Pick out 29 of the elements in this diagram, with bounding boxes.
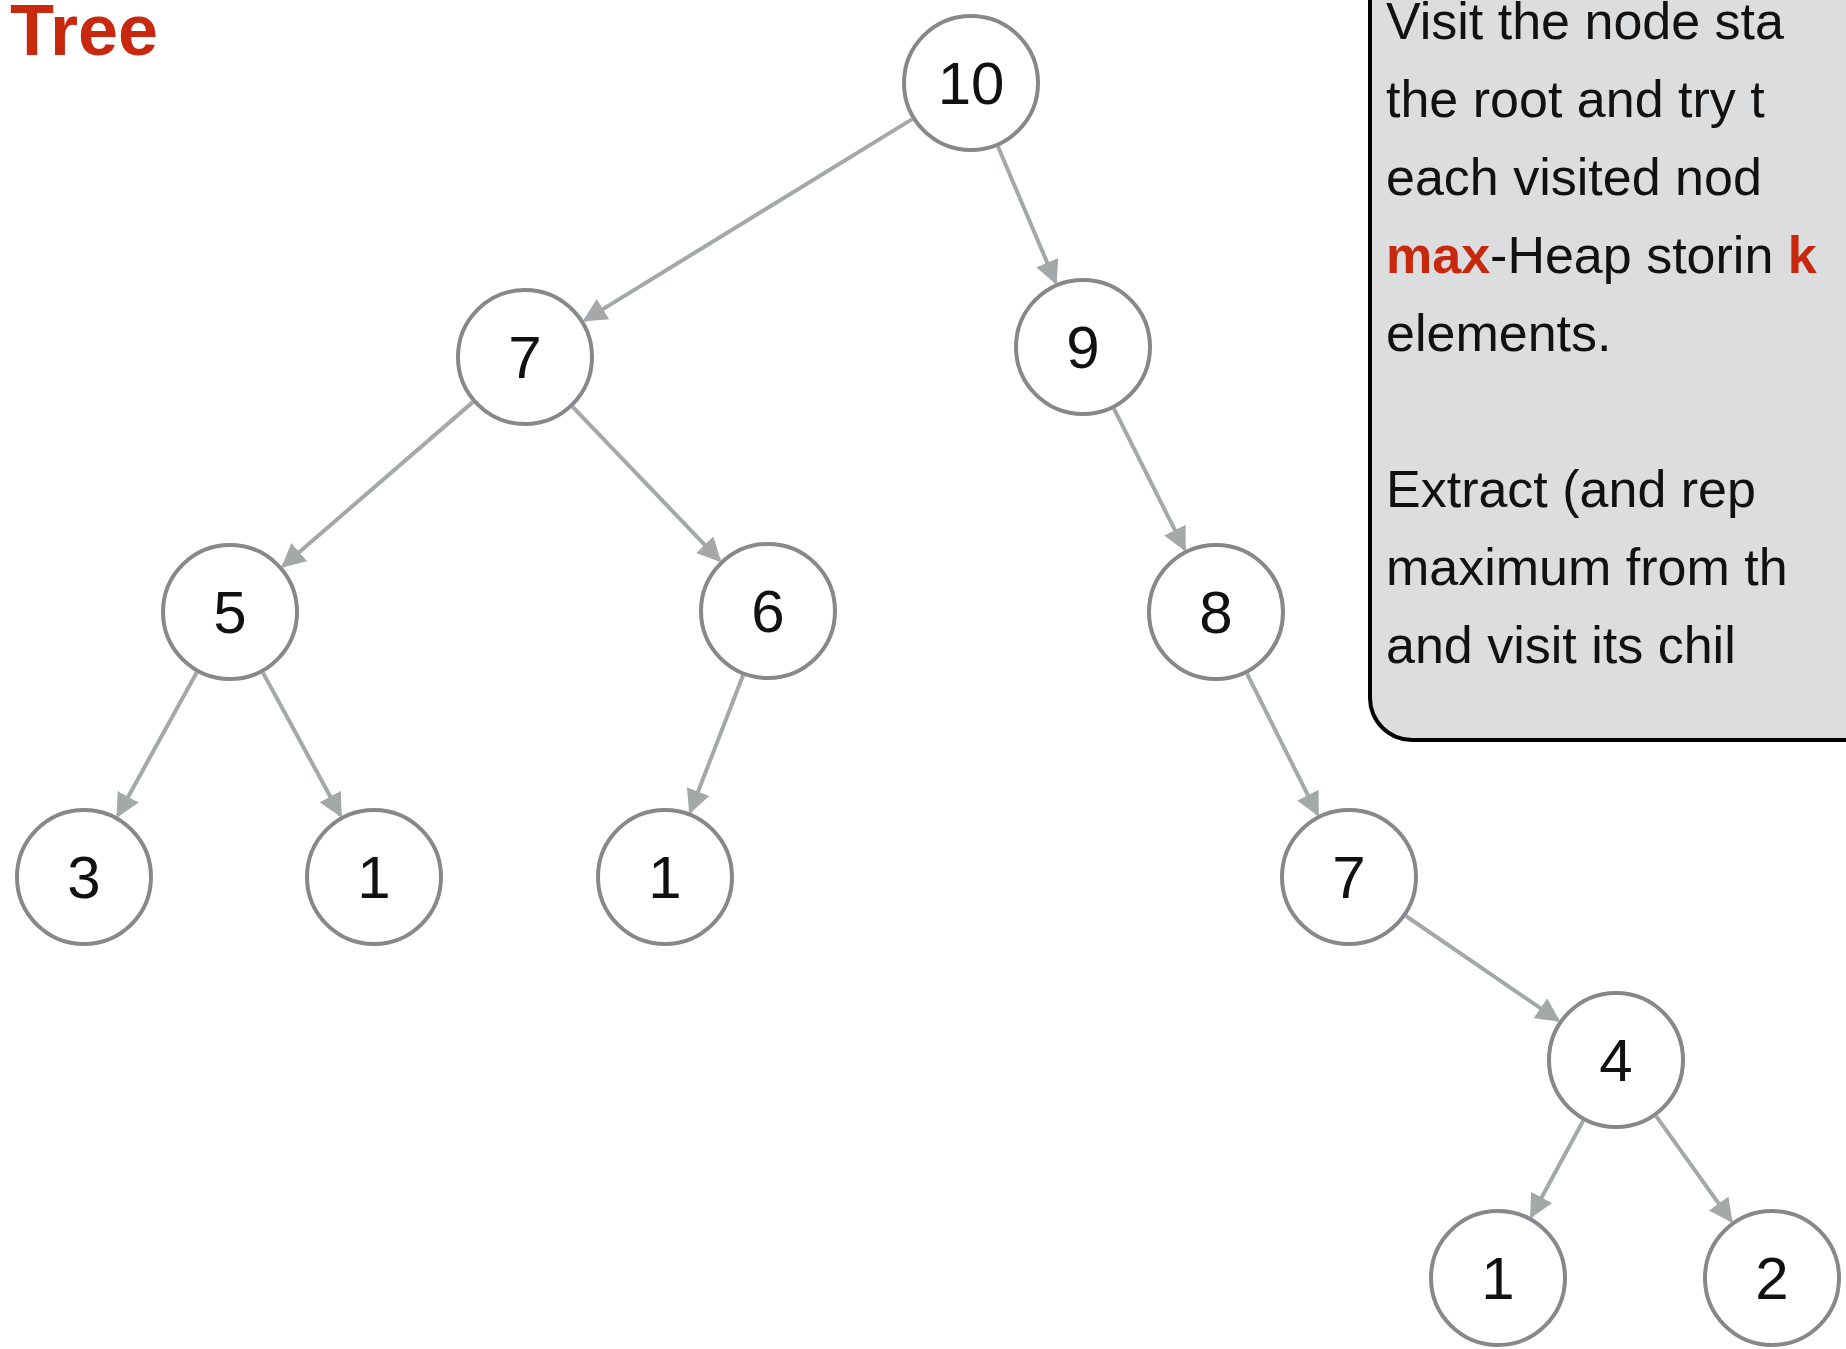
title: Tree [10,0,159,66]
node-value: 9 [1066,312,1100,382]
node-value: 5 [213,577,247,647]
arrow [1654,1114,1733,1224]
arrow [281,400,475,568]
node-value: 10 [937,48,1005,118]
note-text: Extract (and rep maximum from th and visit its chil [1386,459,1789,676]
arrow [1404,914,1561,1023]
node-value: 7 [508,322,542,392]
arrow [686,674,745,814]
note-box [1368,0,1846,742]
arrow [571,405,722,563]
node-value: 7 [1332,842,1366,912]
arrow [582,117,914,323]
arrow [261,671,343,818]
arrow [996,145,1059,285]
node-value: 6 [751,576,785,646]
node-value: 1 [1481,1243,1515,1313]
node-value: 2 [1755,1243,1789,1313]
arrow [1529,1119,1585,1219]
arrow [116,671,199,818]
node-value: 8 [1199,577,1233,647]
note-text: Visit the node sta the root and try t each visited nod max-Heap storin k elements. [1386,0,1818,364]
node-value: 1 [357,842,391,912]
node-value: 4 [1599,1025,1633,1095]
node-value: 3 [67,842,101,912]
arrow [1245,672,1320,817]
node-value: 1 [648,842,682,912]
arrow [1112,407,1187,552]
